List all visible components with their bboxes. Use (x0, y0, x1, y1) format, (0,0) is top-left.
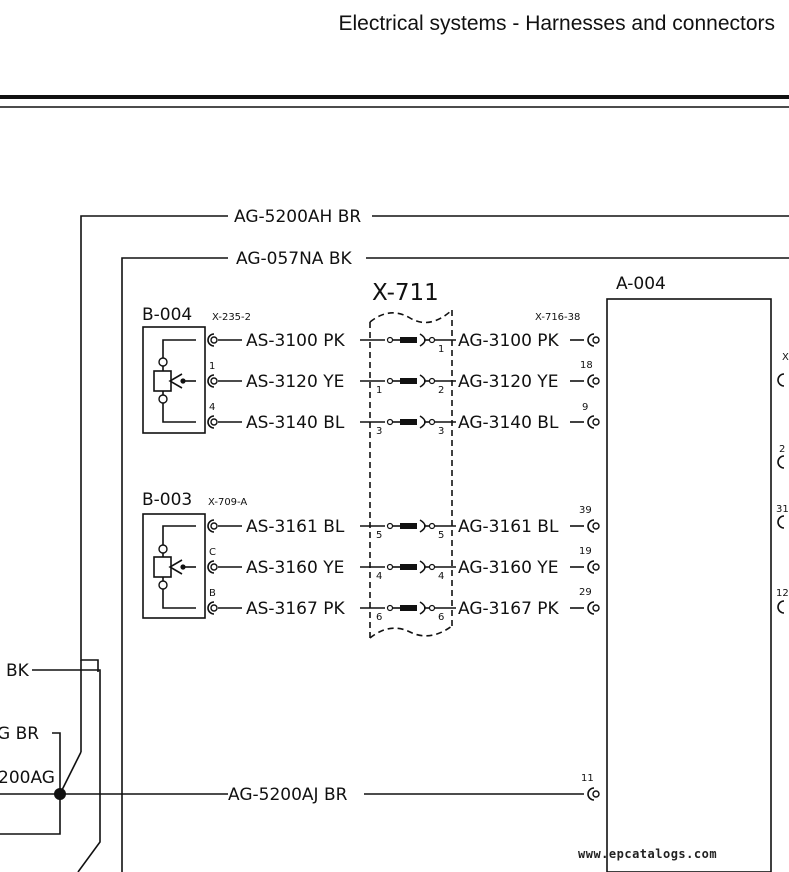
module-a-004: A-004 X-716-38 (535, 274, 772, 872)
edge-pin-label: 2 (779, 444, 785, 455)
signal-row-b003-2: C AS-3160 YE 4 4 AG-3160 YE 19 (207, 546, 600, 582)
right-edge-pins: X 2 31 12 (776, 352, 789, 614)
module-pin-number: 29 (579, 587, 592, 598)
wire-label-right: AG-3167 PK (458, 599, 560, 619)
wire-ag-057na: AG-057NA BK (121, 249, 789, 872)
page-title: Electrical systems - Harnesses and conne… (338, 12, 776, 35)
wire-label-ag-code: 200AG (0, 768, 55, 788)
x711-pin-left: 1 (376, 385, 382, 396)
module-pin-number: 19 (579, 546, 592, 557)
x711-pin-right: 3 (438, 426, 444, 437)
sensor-name: B-004 (142, 305, 192, 325)
signal-row-b004-2: 1 AS-3120 YE 1 2 AG-3120 YE 18 (207, 360, 600, 396)
sensor-b-003: B-003 X-709-A (142, 490, 247, 619)
module-pin-number: 39 (579, 505, 592, 516)
module-name: A-004 (616, 274, 666, 294)
wire-label-right: AG-3160 YE (458, 558, 558, 578)
sensor-connector-label: X-709-A (208, 497, 247, 508)
x711-pin-right: 5 (438, 530, 444, 541)
module-pin-number: 18 (580, 360, 593, 371)
module-pin-number: 11 (581, 773, 594, 784)
wire-ag-5200aj: AG-5200AJ BR 11 (228, 773, 600, 805)
wire-label-ag-057na: AG-057NA BK (236, 249, 352, 269)
wire-label-right: AG-3100 PK (458, 331, 560, 351)
x711-pin-right: 4 (438, 571, 444, 582)
edge-pin-label: X (782, 352, 789, 363)
wire-label-ag-br: G BR (0, 724, 39, 744)
watermark: www.epcatalogs.com (578, 847, 718, 861)
left-wiring: BK G BR 200AG (0, 660, 228, 872)
wire-label-left: AS-3100 PK (246, 331, 345, 351)
wire-label-right: AG-3161 BL (458, 517, 559, 537)
edge-pin-label: 31 (776, 504, 789, 515)
wire-label-bk: BK (6, 661, 30, 681)
signal-row-b003-3: B AS-3167 PK 6 6 AG-3167 PK 29 (207, 587, 600, 623)
connector-x-711: X-711 (369, 280, 453, 639)
wire-label-left: AS-3167 PK (246, 599, 345, 619)
module-connector-label: X-716-38 (535, 312, 580, 323)
pin-number: 1 (209, 361, 215, 372)
pin-number: 4 (209, 402, 215, 413)
signal-row-b004-1: AS-3100 PK 1 AG-3100 PK (207, 331, 600, 355)
x711-pin-right: 1 (438, 344, 444, 355)
wire-label-ag-5200aj: AG-5200AJ BR (228, 785, 348, 805)
pin-number: B (209, 588, 216, 599)
edge-pin-label: 12 (776, 588, 789, 599)
wire-label-left: AS-3120 YE (246, 372, 344, 392)
sensor-name: B-003 (142, 490, 192, 510)
wire-label-left: AS-3161 BL (246, 517, 345, 537)
sensor-b-004: B-004 X-235-2 (142, 305, 251, 434)
wire-label-right: AG-3140 BL (458, 413, 559, 433)
x711-pin-left: 4 (376, 571, 382, 582)
x711-pin-left: 5 (376, 530, 382, 541)
x711-pin-right: 2 (438, 385, 444, 396)
x711-pin-left: 6 (376, 612, 382, 623)
x711-pin-right: 6 (438, 612, 444, 623)
wire-label-left: AS-3140 BL (246, 413, 345, 433)
module-pin-number: 9 (582, 402, 588, 413)
wire-label-ag-5200ah: AG-5200AH BR (234, 207, 361, 227)
wire-label-right: AG-3120 YE (458, 372, 558, 392)
signal-row-b003-1: AS-3161 BL 5 5 AG-3161 BL 39 (207, 505, 600, 541)
connector-x-711-label: X-711 (372, 280, 439, 306)
signal-row-b004-3: 4 AS-3140 BL 3 3 AG-3140 BL 9 (207, 402, 600, 437)
x711-pin-left: 3 (376, 426, 382, 437)
pin-number: C (209, 547, 216, 558)
wire-label-left: AS-3160 YE (246, 558, 344, 578)
sensor-connector-label: X-235-2 (212, 312, 251, 323)
